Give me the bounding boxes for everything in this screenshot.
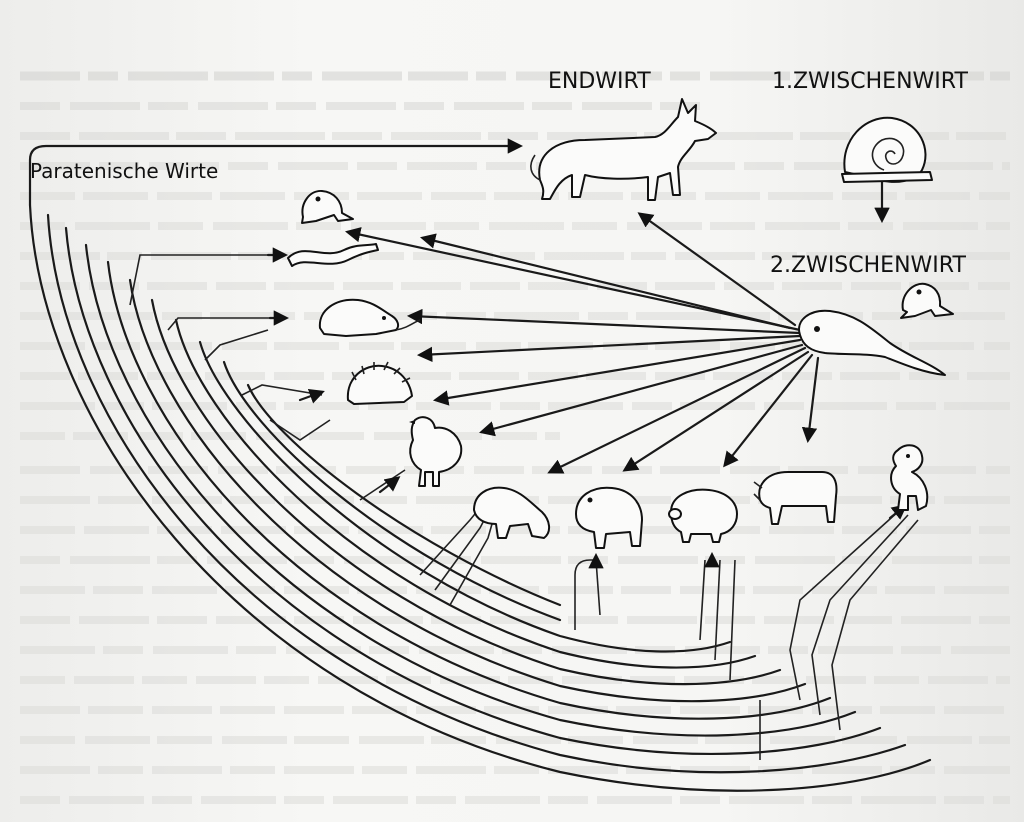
- second-intermediate-host-label: 2.ZWISCHENWIRT: [770, 253, 966, 278]
- background-bleed-text: [20, 76, 1010, 800]
- chicken-icon: [409, 417, 461, 486]
- bear-icon: [576, 488, 642, 548]
- snail-icon: [842, 118, 932, 182]
- hedgehog-icon: [348, 362, 412, 404]
- cattle-icon: [754, 472, 836, 524]
- paratenic-hosts-label: Paratenische Wirte: [30, 159, 218, 183]
- dog-icon: [531, 99, 716, 200]
- definitive-host-label: ENDWIRT: [548, 69, 651, 94]
- pig-icon: [669, 490, 737, 542]
- first-intermediate-host-label: 1.ZWISCHENWIRT: [772, 69, 968, 94]
- snake-icon: [288, 244, 378, 266]
